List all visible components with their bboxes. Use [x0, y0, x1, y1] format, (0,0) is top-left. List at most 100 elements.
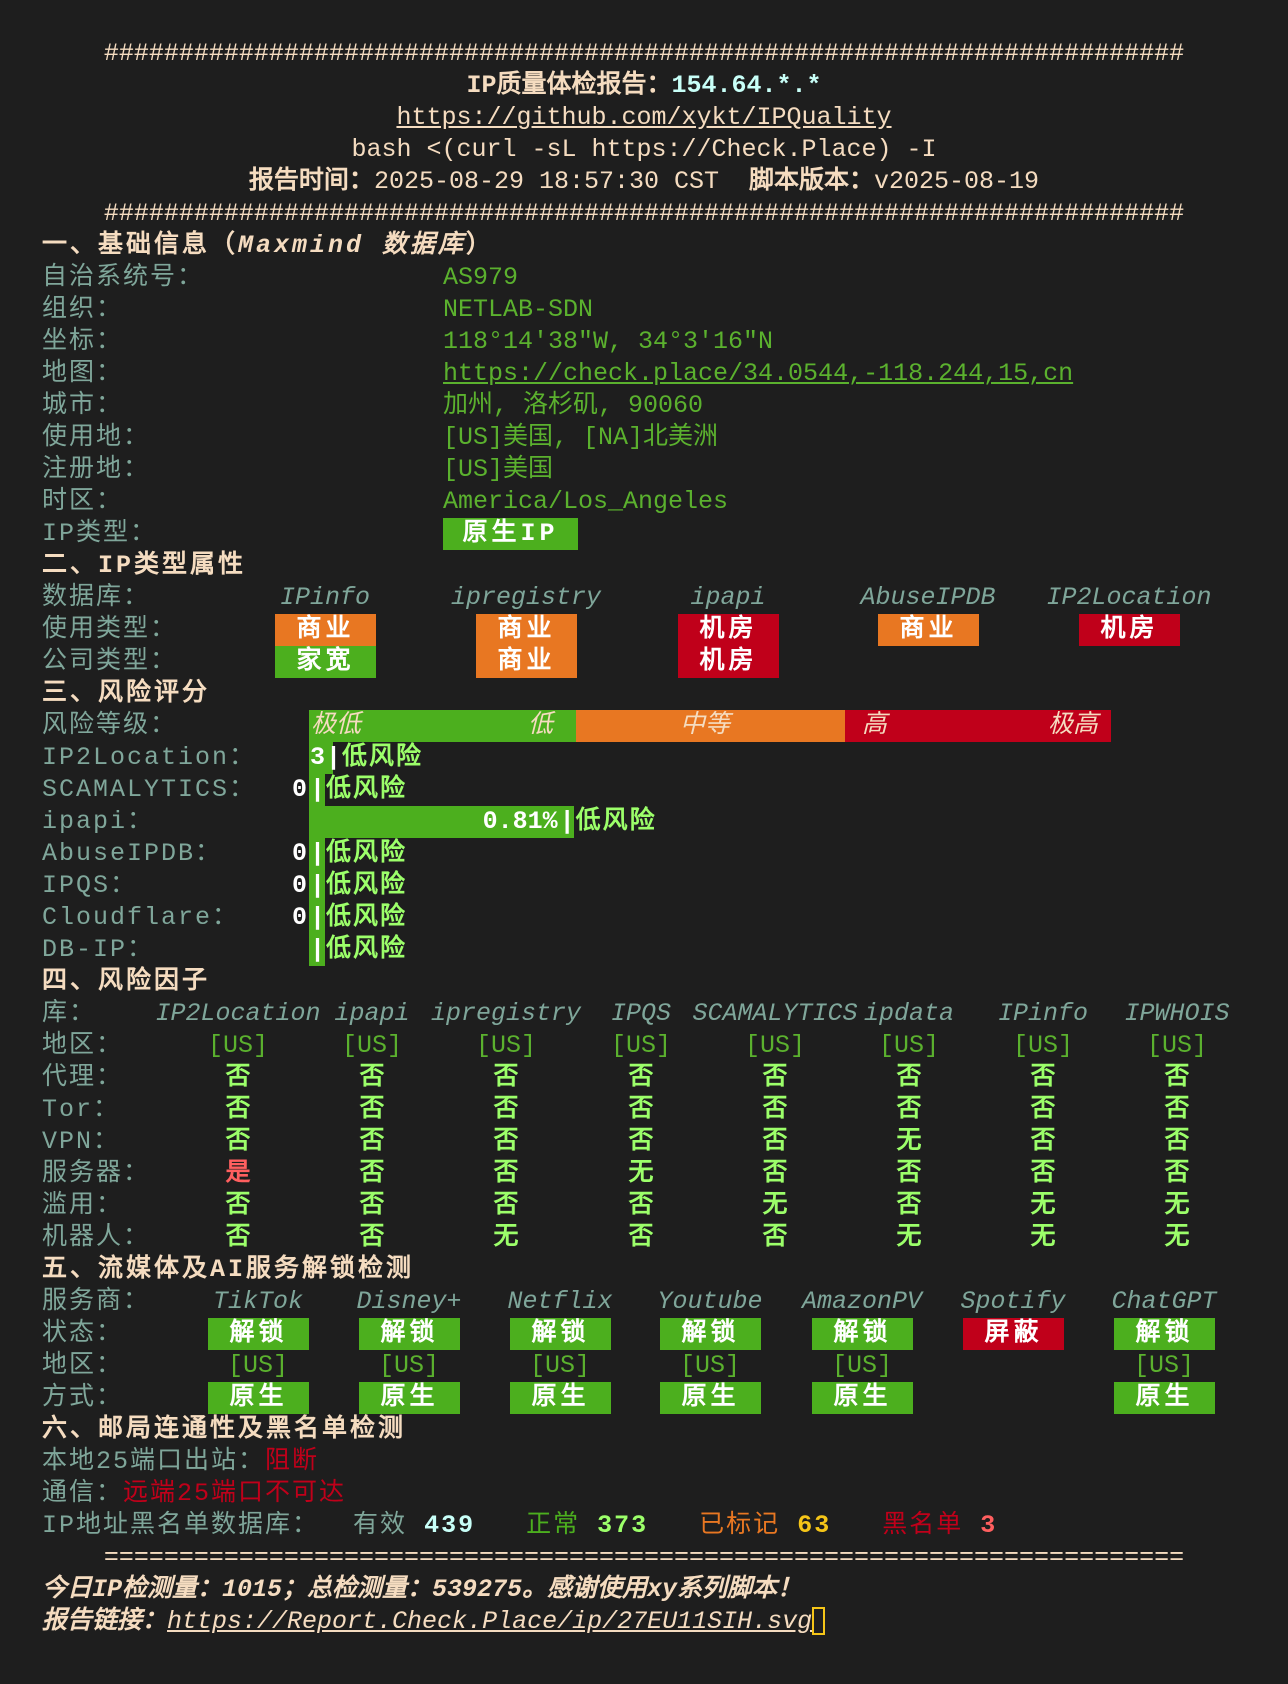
service-region: [US]: [378, 1351, 440, 1380]
risk-score-value: 0: [291, 903, 307, 932]
factor-value: 否: [628, 1063, 654, 1092]
factor-value: 否: [225, 1223, 251, 1252]
provider-label: 服务商：: [42, 1287, 151, 1316]
basic-label: 组织：: [42, 295, 124, 324]
factor-value: 否: [896, 1095, 922, 1124]
smtp-local-row: 本地25端口出站：阻断: [42, 1447, 320, 1476]
time-label: 报告时间：: [248, 167, 374, 196]
factor-value: [US]: [878, 1031, 940, 1060]
ip-type-badge: 原生IP: [443, 518, 578, 550]
basic-label: 城市：: [42, 391, 124, 420]
factor-value: 否: [493, 1191, 519, 1220]
factor-value: 否: [359, 1191, 385, 1220]
risk-score-text: 低风险: [326, 903, 408, 932]
factor-value: 否: [225, 1095, 251, 1124]
method-label: 方式：: [42, 1383, 124, 1412]
usage-type-badge: 商业: [878, 614, 979, 646]
factor-db-name: ipdata: [863, 999, 955, 1028]
ip-address: 154.64.*.*: [671, 71, 822, 100]
factor-value: 是: [225, 1159, 251, 1188]
service-name: Youtube: [657, 1287, 763, 1316]
service-region: [US]: [679, 1351, 741, 1380]
usage-type-badge: 商业: [275, 614, 376, 646]
basic-label: 注册地：: [42, 455, 151, 484]
factor-value: 无: [493, 1223, 519, 1252]
report-link[interactable]: https://Report.Check.Place/ip/27EU11SIH.…: [167, 1607, 813, 1636]
risk-level-very-high: 极高: [1048, 711, 1099, 740]
service-name: TikTok: [212, 1287, 304, 1316]
factor-value: 否: [762, 1223, 788, 1252]
status-label: 状态：: [42, 1319, 124, 1348]
factor-value: [US]: [1146, 1031, 1208, 1060]
valid-label: 有效: [353, 1511, 408, 1540]
risk-score-bar: [309, 774, 325, 806]
repo-link[interactable]: https://github.com/xykt/IPQuality: [396, 103, 892, 132]
company-type-badge: 商业: [476, 646, 577, 678]
basic-value: AS979: [443, 263, 519, 292]
usage-type-badge: 商业: [476, 614, 577, 646]
factor-value: 否: [628, 1127, 654, 1156]
db-name: ipregistry: [450, 583, 602, 612]
risk-score-value: 3: [310, 743, 326, 772]
factor-db-name: ipapi: [334, 999, 410, 1028]
service-status-badge: 解锁: [660, 1318, 761, 1350]
risk-score-text: 低风险: [342, 743, 424, 772]
usage-type-badge: 机房: [1079, 614, 1180, 646]
factor-value: 无: [896, 1127, 922, 1156]
db-label: 数据库：: [42, 583, 151, 612]
factor-db-name: IPWHOIS: [1124, 999, 1230, 1028]
service-status-badge: 解锁: [812, 1318, 913, 1350]
factor-value: 无: [628, 1159, 654, 1188]
risk-segment-medium: [576, 710, 845, 742]
risk-source-label: DB-IP：: [42, 935, 155, 964]
valid-count: 439: [424, 1511, 476, 1540]
section-basic-heading: 一、基础信息（Maxmind 数据库）: [42, 231, 495, 260]
service-status-badge: 解锁: [1114, 1318, 1215, 1350]
separator: |: [310, 935, 326, 964]
section-risk-heading: 三、风险评分: [42, 679, 211, 708]
risk-source-label: Cloudflare：: [42, 903, 240, 932]
factor-value: 否: [359, 1063, 385, 1092]
factor-value: 否: [493, 1063, 519, 1092]
risk-score-value: 0: [291, 775, 307, 804]
factor-value: 否: [493, 1127, 519, 1156]
company-type-badge: 家宽: [275, 646, 376, 678]
risk-score-text: 低风险: [575, 807, 657, 836]
service-method-badge: 原生: [660, 1382, 761, 1414]
service-status-badge: 解锁: [359, 1318, 460, 1350]
separator: |: [326, 743, 342, 772]
blacklisted-count: 3: [980, 1511, 998, 1540]
factor-value: 否: [896, 1191, 922, 1220]
risk-score-text: 低风险: [326, 839, 408, 868]
risk-level-label: 风险等级：: [42, 711, 178, 740]
db-name: ipapi: [690, 583, 766, 612]
factor-label: 滥用：: [42, 1191, 124, 1220]
hash-divider: ########################################…: [103, 39, 1185, 68]
section-type-heading: 二、IP类型属性: [42, 551, 247, 580]
risk-score-value: 0: [291, 839, 307, 868]
service-method-badge: 原生: [510, 1382, 611, 1414]
factor-value: 无: [1030, 1191, 1056, 1220]
factor-value: 无: [1164, 1223, 1190, 1252]
factor-label: 机器人：: [42, 1223, 151, 1252]
risk-level-high: 高: [862, 711, 888, 740]
title-label: IP质量体检报告：: [466, 71, 672, 100]
basic-value: NETLAB-SDN: [443, 295, 594, 324]
basic-label: 时区：: [42, 487, 124, 516]
service-region: [US]: [227, 1351, 289, 1380]
risk-score-value: 0.81%: [482, 807, 558, 836]
terminal-cursor: [812, 1607, 826, 1636]
ip-type-label: IP类型：: [42, 519, 158, 548]
service-method-badge: 原生: [208, 1382, 309, 1414]
basic-label: 地图：: [42, 359, 124, 388]
separator: |: [559, 807, 575, 836]
service-method-badge: 原生: [359, 1382, 460, 1414]
factor-value: [US]: [1012, 1031, 1074, 1060]
smtp-remote-row: 通信：远端25端口不可达: [42, 1479, 347, 1508]
map-link[interactable]: https://check.place/34.0544,-118.244,15,…: [443, 359, 1074, 388]
risk-score-text: 低风险: [326, 775, 408, 804]
risk-source-label: ipapi：: [42, 807, 155, 836]
risk-segment-high: [845, 710, 1111, 742]
company-type-label: 公司类型：: [42, 647, 178, 676]
factor-value: 否: [225, 1127, 251, 1156]
